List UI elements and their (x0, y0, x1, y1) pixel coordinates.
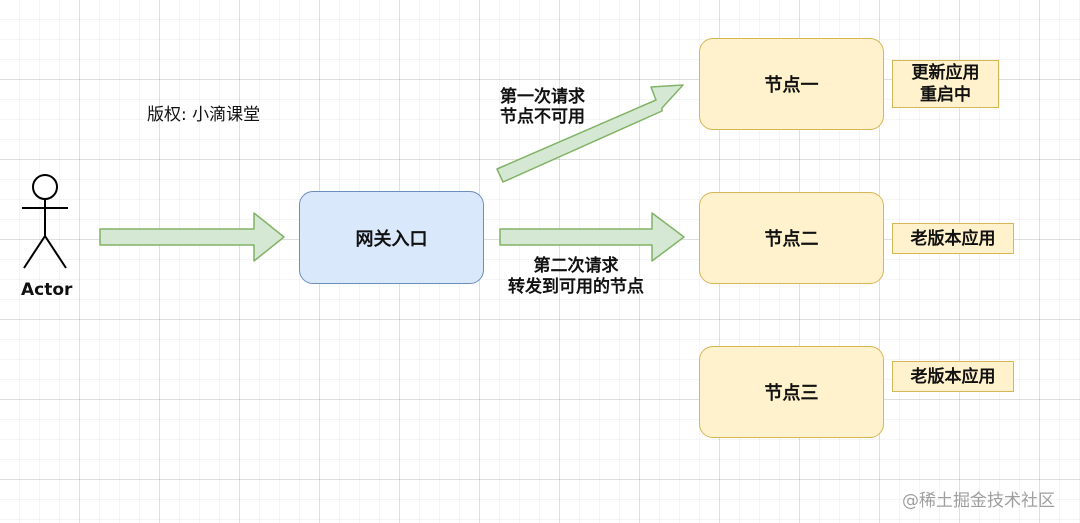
node-three-box[interactable]: 节点三 (699, 346, 884, 438)
gateway-box[interactable]: 网关入口 (299, 191, 484, 284)
node-two-box[interactable]: 节点二 (699, 192, 884, 284)
node-three-tag-line1: 老版本应用 (910, 366, 996, 387)
copyright-text: 版权: 小滴课堂 (147, 105, 261, 125)
watermark: @稀土掘金技术社区 (902, 491, 1055, 511)
node-one-label: 节点一 (764, 75, 819, 96)
node-one-box[interactable]: 节点一 (699, 38, 884, 130)
arrow-gateway-to-node-one[interactable] (496, 84, 684, 183)
actor-right-leg (44, 235, 67, 269)
node-one-tag-line1: 更新应用 (911, 63, 980, 83)
actor-head (32, 174, 58, 200)
node-two-tag-line1: 老版本应用 (910, 228, 996, 249)
first-request-label: 第一次请求 节点不可用 (500, 87, 585, 127)
node-one-tag-line2: 重启中 (920, 85, 971, 105)
node-three-status-tag: 老版本应用 (892, 361, 1014, 392)
node-two-label: 节点二 (764, 229, 819, 250)
gateway-label: 网关入口 (355, 228, 428, 250)
node-three-label: 节点三 (764, 383, 819, 404)
node-two-status-tag: 老版本应用 (892, 223, 1014, 254)
actor-left-leg (23, 235, 46, 269)
actor-label: Actor (21, 280, 73, 300)
second-request-line1: 第二次请求 (533, 256, 619, 276)
arrow-gateway-to-node-two[interactable] (499, 212, 685, 262)
node-one-status-tag: 更新应用 重启中 (892, 60, 999, 108)
second-request-line2: 转发到可用的节点 (508, 277, 644, 297)
first-request-line1: 第一次请求 (500, 87, 585, 107)
second-request-label: 第二次请求 转发到可用的节点 (500, 256, 652, 298)
actor-figure[interactable] (22, 174, 68, 269)
arrow-actor-to-gateway[interactable] (99, 212, 285, 262)
first-request-line2: 节点不可用 (500, 107, 585, 127)
